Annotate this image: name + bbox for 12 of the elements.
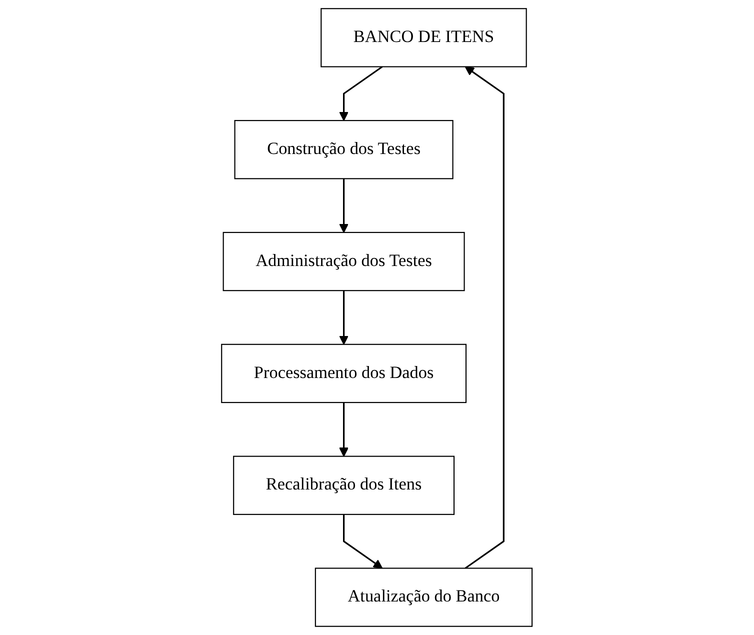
arrow	[339, 290, 349, 345]
node-box: Construção dos Testes	[234, 120, 454, 180]
node-box: Atualização do Banco	[315, 568, 533, 627]
node-box: Administração dos Testes	[222, 232, 465, 292]
arrow	[339, 178, 349, 233]
arrow	[464, 66, 505, 569]
arrow	[339, 66, 383, 121]
arrow	[339, 402, 349, 457]
node-box: Processamento dos Dados	[221, 344, 467, 404]
node-box: Recalibração dos Itens	[233, 456, 455, 515]
arrow	[343, 514, 383, 569]
node-box: BANCO DE ITENS	[320, 8, 528, 68]
